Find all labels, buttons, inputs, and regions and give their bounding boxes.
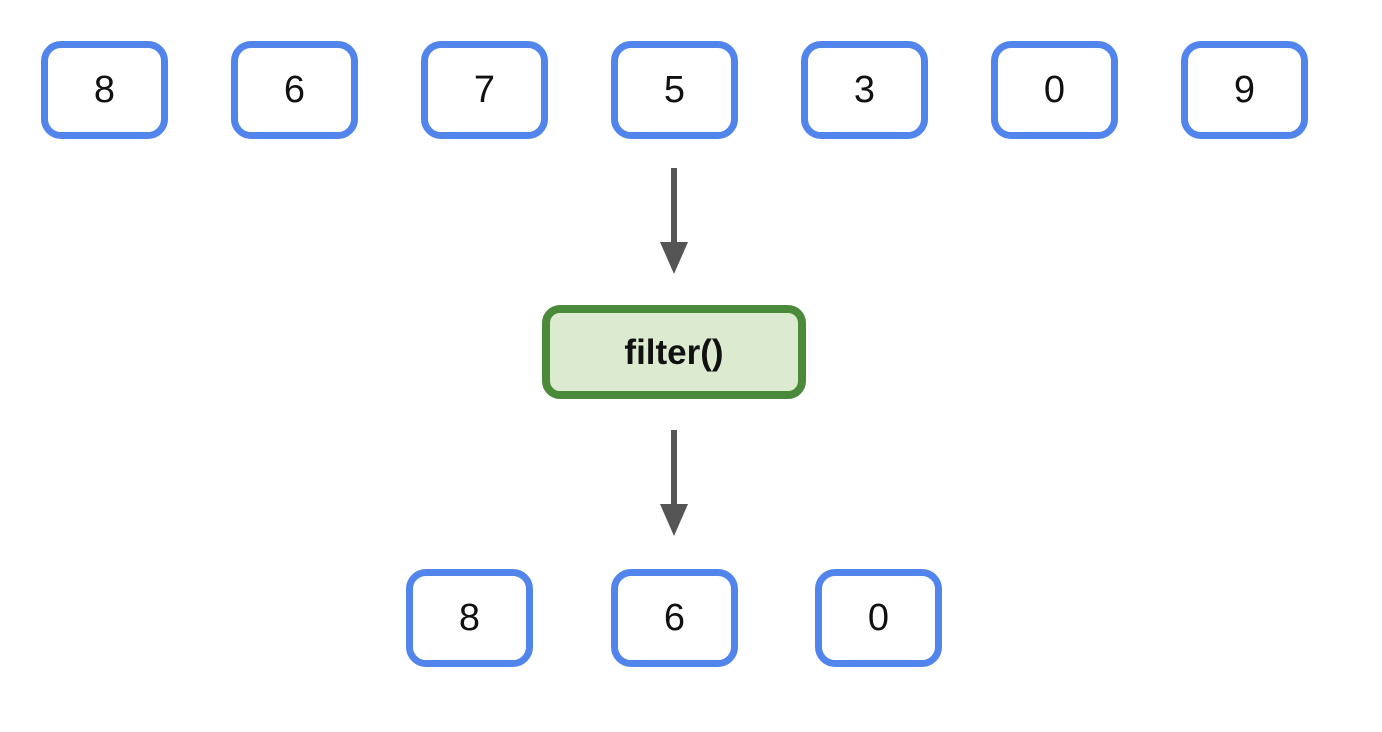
input-value-box-6[interactable]: 9 — [1181, 41, 1308, 139]
input-value-label-5: 0 — [1043, 69, 1066, 111]
output-value-box-2[interactable]: 0 — [815, 569, 942, 667]
input-value-label-4: 3 — [853, 69, 876, 111]
output-value-label-1: 6 — [663, 597, 686, 639]
filter-operation-label: filter() — [624, 332, 724, 372]
input-value-label-3: 5 — [663, 69, 686, 111]
input-value-label-6: 9 — [1233, 69, 1256, 111]
input-value-label-2: 7 — [473, 69, 496, 111]
input-value-box-4[interactable]: 3 — [801, 41, 928, 139]
input-value-box-0[interactable]: 8 — [41, 41, 168, 139]
input-value-box-1[interactable]: 6 — [231, 41, 358, 139]
input-value-label-0: 8 — [93, 69, 116, 111]
arrow-filter-to-output-icon — [660, 430, 688, 536]
output-value-box-1[interactable]: 6 — [611, 569, 738, 667]
filter-operation-box[interactable]: filter() — [542, 305, 806, 399]
output-value-label-2: 0 — [867, 597, 890, 639]
input-value-label-1: 6 — [283, 69, 306, 111]
output-value-label-0: 8 — [458, 597, 481, 639]
arrow-input-to-filter-icon — [660, 168, 688, 274]
input-value-box-2[interactable]: 7 — [421, 41, 548, 139]
input-value-box-5[interactable]: 0 — [991, 41, 1118, 139]
input-value-box-3[interactable]: 5 — [611, 41, 738, 139]
output-value-box-0[interactable]: 8 — [406, 569, 533, 667]
